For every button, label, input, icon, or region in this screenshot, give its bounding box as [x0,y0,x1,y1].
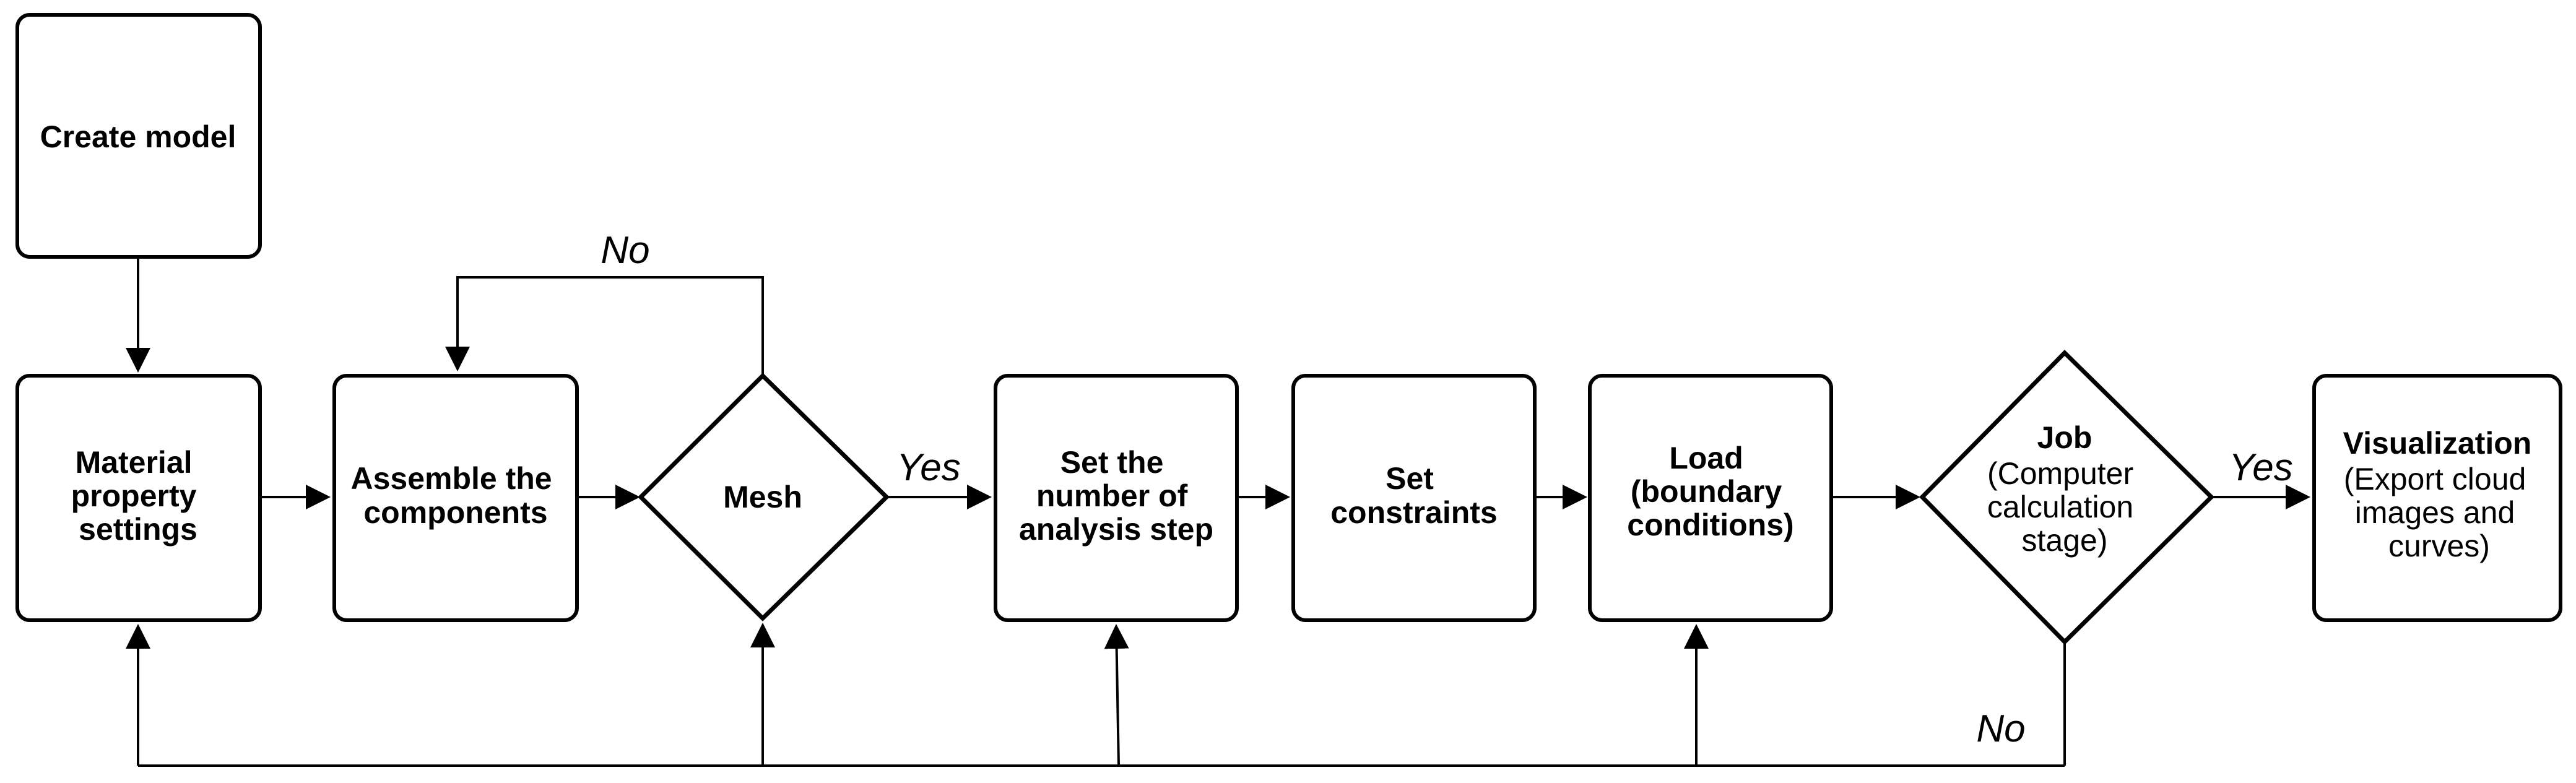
edge-mesh-no-loop [445,276,764,376]
node-job-decision: Job (Computer calculation stage) [1919,350,2214,645]
node-visualization-title: Visualization [2343,426,2532,461]
node-mesh-decision: Mesh [638,373,890,621]
node-analysis-step: Set the number of analysis step [994,374,1239,622]
node-set-constraints: Set constraints [1291,374,1537,622]
node-assemble-components: Assemble the components [332,374,579,622]
node-create-model: Create model [15,13,262,259]
edge-label-job-no: No [1976,707,2025,750]
edge-label-mesh-no: No [601,229,649,272]
node-material-settings: Material property settings [15,374,262,622]
node-load: Load (boundary conditions) [1588,374,1833,622]
edge-label-mesh-yes: Yes [896,446,960,489]
edge-label-job-yes: Yes [2229,446,2292,489]
node-visualization: Visualization (Export cloud images and c… [2312,374,2562,622]
node-assemble-label: Assemble the components [350,461,560,530]
node-constraints-label: Set constraints [1330,461,1498,530]
node-job-title: Job [2037,420,2092,455]
node-visualization-detail: (Export cloud images and curves) [2344,462,2535,563]
node-job-detail: (Computer calculation stage) [1987,456,2142,558]
edge-bus-to-analysis [1104,624,1129,766]
node-load-label: Load (boundary conditions) [1627,441,1793,542]
node-analysis-label: Set the number of analysis step [1019,445,1213,547]
node-material-label: Material property settings [71,445,206,547]
node-create-model-label: Create model [40,119,236,154]
node-mesh-label: Mesh [723,480,802,514]
edges [126,257,2310,767]
